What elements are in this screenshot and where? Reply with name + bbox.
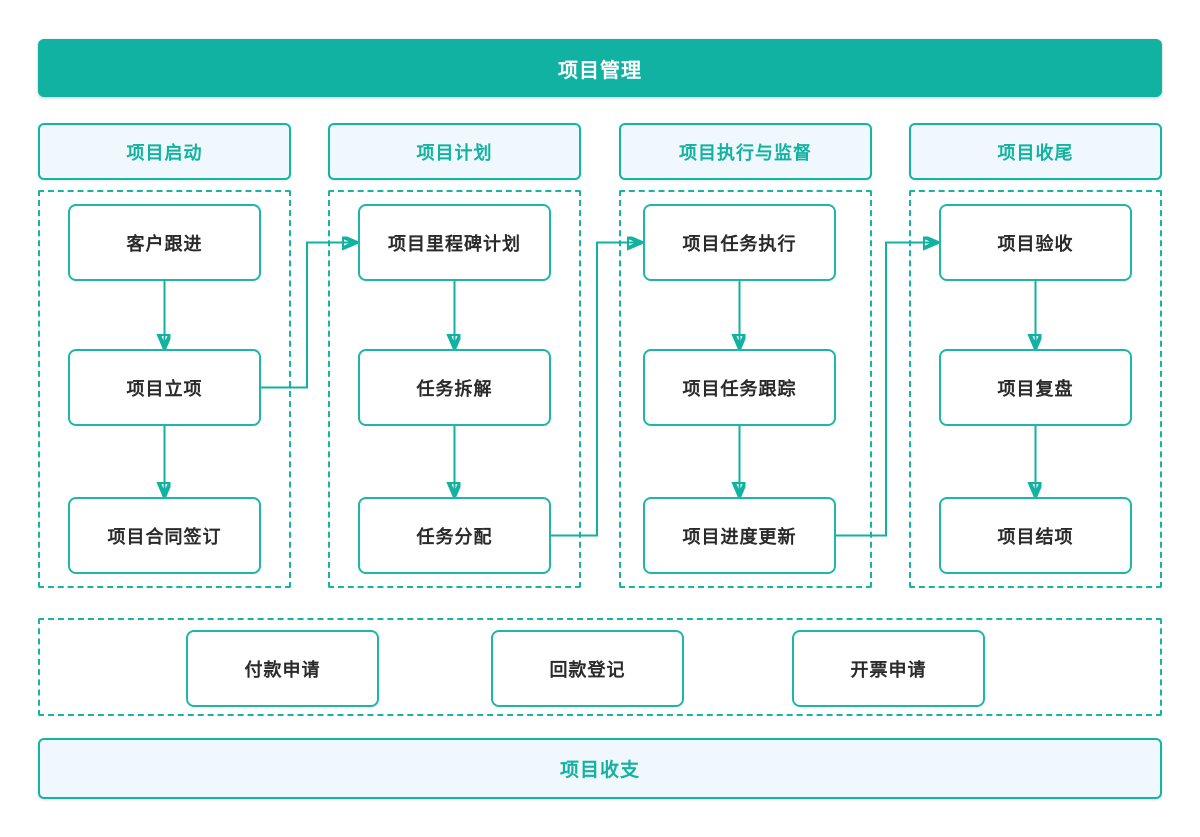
node-label: 项目立项: [126, 378, 203, 399]
lane-finance: [38, 618, 1162, 716]
column-header-label: 项目收尾: [997, 142, 1074, 163]
node-label: 客户跟进: [126, 233, 203, 254]
node-progress-update: 项目进度更新: [643, 497, 836, 574]
node-label: 任务拆解: [416, 378, 493, 399]
column-header-label: 项目执行与监督: [679, 142, 812, 163]
node-project-acceptance: 项目验收: [939, 204, 1132, 281]
node-task-assignment: 任务分配: [358, 497, 551, 574]
column-header-planning: 项目计划: [328, 123, 581, 180]
footer-banner: 项目收支: [38, 738, 1162, 799]
page-title-banner: 项目管理: [38, 39, 1162, 97]
column-header-initiation: 项目启动: [38, 123, 291, 180]
column-header-closing: 项目收尾: [909, 123, 1162, 180]
footer-label: 项目收支: [559, 760, 640, 781]
node-label: 付款申请: [244, 659, 321, 680]
node-label: 项目进度更新: [682, 526, 797, 547]
node-payment-collection: 回款登记: [491, 630, 684, 707]
node-milestone-plan: 项目里程碑计划: [358, 204, 551, 281]
column-header-label: 项目计划: [416, 142, 493, 163]
node-label: 项目验收: [997, 233, 1074, 254]
lane-initiation: [38, 190, 291, 588]
node-contract-signing: 项目合同签订: [68, 497, 261, 574]
node-task-execution: 项目任务执行: [643, 204, 836, 281]
node-payment-request: 付款申请: [186, 630, 379, 707]
node-label: 项目复盘: [997, 378, 1074, 399]
node-label: 开票申请: [850, 659, 927, 680]
node-project-closure: 项目结项: [939, 497, 1132, 574]
column-header-execution-monitoring: 项目执行与监督: [619, 123, 872, 180]
node-customer-follow-up: 客户跟进: [68, 204, 261, 281]
node-label: 项目结项: [997, 526, 1074, 547]
node-label: 项目任务执行: [682, 233, 797, 254]
node-label: 任务分配: [416, 526, 493, 547]
page-title: 项目管理: [558, 59, 642, 82]
node-project-initiation: 项目立项: [68, 349, 261, 426]
node-label: 项目任务跟踪: [682, 378, 797, 399]
node-label: 项目里程碑计划: [388, 233, 521, 254]
node-label: 项目合同签订: [107, 526, 222, 547]
node-project-review: 项目复盘: [939, 349, 1132, 426]
node-task-tracking: 项目任务跟踪: [643, 349, 836, 426]
column-header-label: 项目启动: [126, 142, 203, 163]
node-invoice-request: 开票申请: [792, 630, 985, 707]
node-label: 回款登记: [549, 659, 626, 680]
node-task-breakdown: 任务拆解: [358, 349, 551, 426]
